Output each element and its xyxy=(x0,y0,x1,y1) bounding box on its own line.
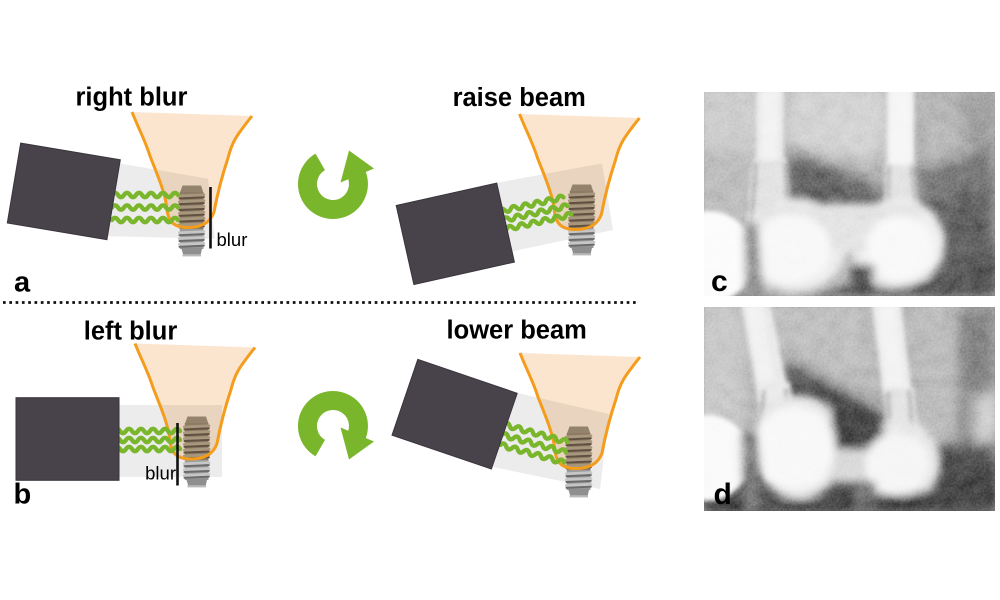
svg-text:blur: blur xyxy=(217,229,248,250)
svg-text:blur: blur xyxy=(145,463,176,484)
svg-text:a: a xyxy=(14,266,31,298)
svg-text:raise beam: raise beam xyxy=(453,84,586,112)
svg-text:right blur: right blur xyxy=(76,84,188,112)
svg-text:lower beam: lower beam xyxy=(447,317,587,345)
svg-text:left blur: left blur xyxy=(84,318,178,346)
svg-text:d: d xyxy=(714,478,732,511)
svg-text:b: b xyxy=(14,479,32,511)
svg-text:c: c xyxy=(711,265,728,298)
